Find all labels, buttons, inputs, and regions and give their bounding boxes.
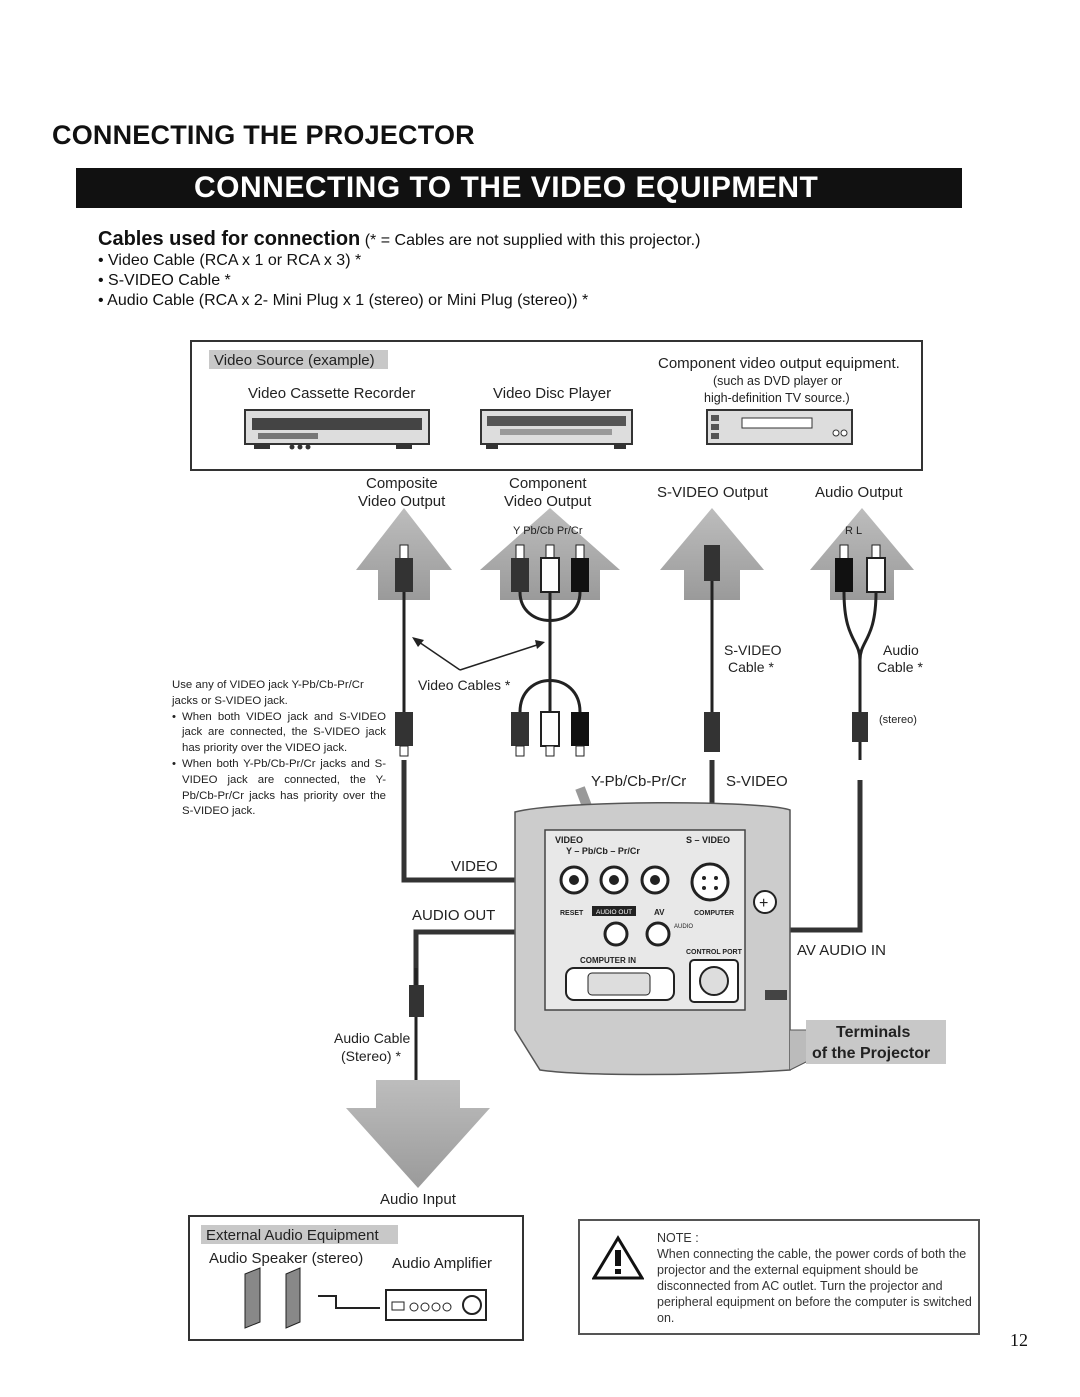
composite-output-label1: Composite (366, 475, 438, 492)
video-source-label-bg (209, 350, 388, 369)
amplifier-icon (385, 1289, 487, 1321)
side-note-bullet: When both Y-Pb/Cb-Pr/Cr jacks and S-VIDE… (172, 757, 386, 820)
panel-ypbpr-label: Y – Pb/Cb – Pr/Cr (566, 846, 640, 856)
svideo-jack (690, 862, 730, 902)
video-route-line (401, 760, 540, 883)
ground-screw-icon (753, 890, 777, 914)
rl-small-label: R L (845, 525, 862, 537)
panel-svideo-label: S – VIDEO (686, 835, 730, 845)
warning-icon (592, 1235, 644, 1280)
page-number: 12 (1010, 1330, 1028, 1350)
cables-section: Cables used for connection (* = Cables a… (98, 229, 700, 311)
speaker-icon (244, 1267, 301, 1329)
speaker-label: Audio Speaker (stereo) (209, 1250, 363, 1267)
cables-heading: Cables used for connection (98, 228, 361, 250)
svideo-cable-label2: Cable * (728, 659, 774, 675)
composite-output-label2: Video Output (358, 493, 446, 510)
audio-input-arrow (346, 1080, 490, 1188)
component-device (706, 409, 853, 445)
projector-terminal-panel: VIDEO Y – Pb/Cb – Pr/Cr S – VIDEO + RESE… (514, 801, 831, 1076)
jack-priority-note: Use any of VIDEO jack Y-Pb/Cb-Pr/Cr jack… (172, 678, 386, 820)
terminals-label-bg (806, 1020, 946, 1064)
page-title: CONNECTING THE PROJECTOR (52, 120, 475, 150)
component-equipment-sub1: (such as DVD player or (713, 374, 842, 388)
panel-audio-label: AUDIO (674, 924, 693, 930)
audio-arrow (810, 508, 914, 600)
panel-control-port-label: CONTROL PORT (686, 949, 743, 956)
panel-computer-label: COMPUTER (694, 910, 734, 917)
external-audio-label: External Audio Equipment (206, 1227, 379, 1244)
cable-item-video: • Video Cable (RCA x 1 or RCA x 3) * (98, 252, 362, 269)
side-note-intro: Use any of VIDEO jack Y-Pb/Cb-Pr/Cr jack… (172, 679, 364, 707)
vcr-device (244, 409, 430, 450)
panel-audio-out-label: AUDIO OUT (596, 909, 632, 916)
svideo-cable-label1: S-VIDEO (724, 642, 782, 658)
audio-out-jack-label: AUDIO OUT (412, 907, 495, 924)
amplifier-label: Audio Amplifier (392, 1255, 492, 1272)
video-jack-label: VIDEO (451, 858, 498, 875)
video-cables-pointer-left (415, 639, 461, 671)
video-cables-label: Video Cables * (418, 677, 511, 693)
component-output-label1: Component (509, 475, 587, 492)
note-box: NOTE : When connecting the cable, the po… (578, 1219, 980, 1335)
audio-output-label: Audio Output (815, 484, 903, 501)
ypbpr-small-label: Y Pb/Cb Pr/Cr (513, 525, 583, 537)
composite-cable (395, 544, 413, 757)
note-text: When connecting the cable, the power cor… (657, 1247, 972, 1325)
panel-av-label: AV (654, 908, 665, 917)
audio-cable-stereo-label2: (Stereo) * (341, 1048, 401, 1064)
cable-item-audio: • Audio Cable (RCA x 2- Mini Plug x 1 (s… (98, 292, 589, 309)
terminals-label2: of the Projector (812, 1045, 930, 1062)
cables-note: (* = Cables are not supplied with this p… (364, 232, 701, 249)
audio-cable-label2: Cable * (877, 659, 923, 675)
svideo-output-label: S-VIDEO Output (657, 484, 769, 501)
panel-computer-in-label: COMPUTER IN (580, 956, 636, 965)
panel-video-label: VIDEO (555, 835, 583, 845)
component-equipment-sub2: high-definition TV source.) (704, 391, 850, 405)
connection-diagram: Video Source (example) Video Cassette Re… (188, 340, 946, 1341)
disc-player-label: Video Disc Player (493, 385, 611, 402)
audio-out-jack (603, 921, 629, 947)
svg-text:+: + (759, 895, 768, 912)
terminals-label1: Terminals (836, 1024, 911, 1041)
video-source-label: Video Source (example) (214, 352, 375, 369)
component-equipment-title: Component video output equipment. (658, 355, 900, 372)
audio-input-label: Audio Input (380, 1191, 457, 1208)
component-cables (511, 544, 589, 757)
note-label: NOTE : (657, 1231, 699, 1245)
stereo-small-label: (stereo) (879, 714, 917, 726)
av-audio-jack (645, 921, 671, 947)
vcr-label: Video Cassette Recorder (248, 385, 415, 402)
audio-cable-label1: Audio (883, 642, 919, 658)
audio-cable-stereo-label1: Audio Cable (334, 1030, 410, 1046)
section-banner: CONNECTING TO THE VIDEO EQUIPMENT (76, 168, 962, 208)
audio-cable (835, 544, 886, 760)
disc-player-device (480, 409, 633, 449)
av-audio-in-label: AV AUDIO IN (797, 942, 886, 959)
component-output-label2: Video Output (504, 493, 592, 510)
side-note-bullet: When both VIDEO jack and S-VIDEO jack ar… (172, 710, 386, 757)
video-cables-pointer-right (459, 643, 541, 671)
panel-reset-label: RESET (560, 910, 584, 917)
cable-item-svideo: • S-VIDEO Cable * (98, 272, 231, 289)
svideo-cable (704, 545, 720, 752)
svideo-jack-label: S-VIDEO (726, 773, 788, 790)
ypbpr-jack-label: Y-Pb/Cb-Pr/Cr (591, 773, 686, 790)
